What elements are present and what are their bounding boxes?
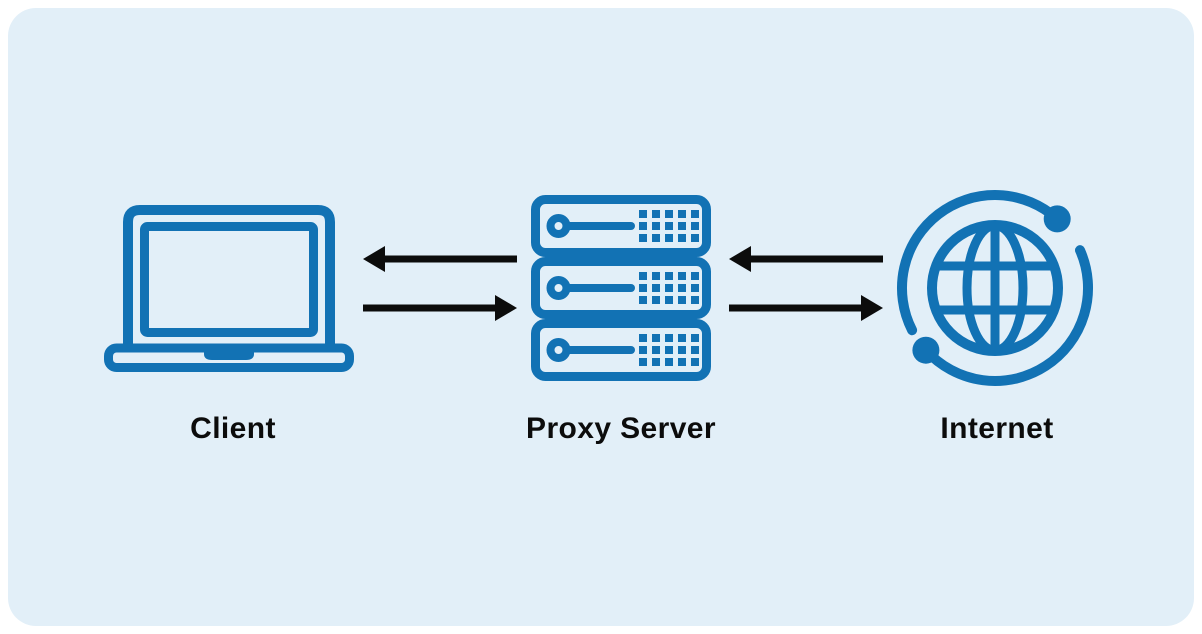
arrow-client-to-proxy-right xyxy=(363,294,517,322)
arrow-proxy-to-internet-right xyxy=(729,294,883,322)
laptop-icon xyxy=(104,200,354,372)
client-node-label: Client xyxy=(190,412,276,445)
arrow-internet-to-proxy-left xyxy=(729,245,883,273)
globe-icon xyxy=(889,182,1101,394)
server-rack-icon xyxy=(531,195,711,381)
arrow-proxy-to-client-left xyxy=(363,245,517,273)
internet-node-label: Internet xyxy=(940,412,1054,445)
proxy-server-node-label: Proxy Server xyxy=(526,412,716,445)
